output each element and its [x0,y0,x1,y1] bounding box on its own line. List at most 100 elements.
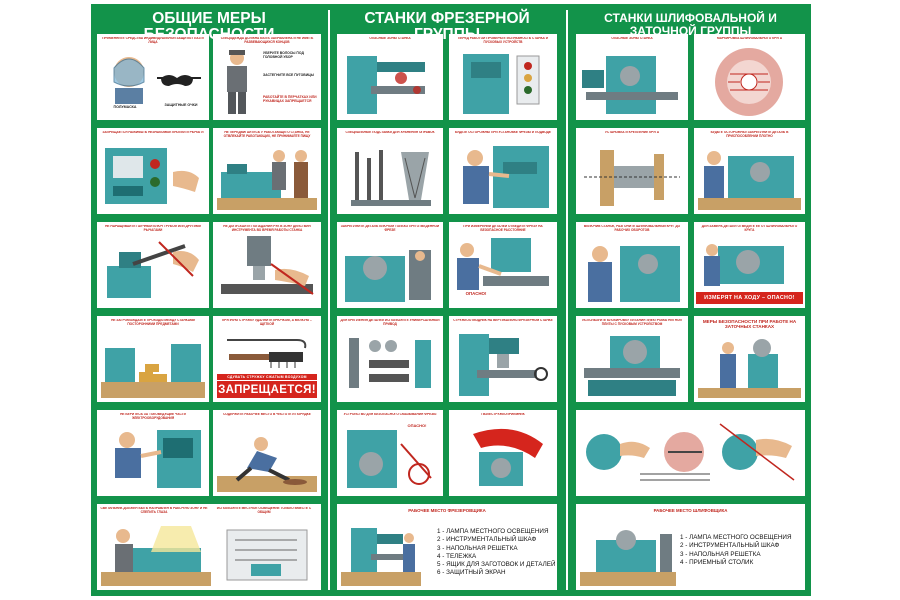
label-gloves: РАБОТАЙТЕ В ПЕРЧАТКАХ ИЛИ РУКАВИЦАХ ЗАПР… [263,95,317,103]
measuring-detail-illustration [453,236,553,304]
danger-label: ОПАСНО! [407,423,427,428]
panel-caption: ПЫЛЕСТРУЖКОПРИЕМНИК [481,413,525,416]
label-hair: УБЕРИТЕ ВОЛОСЫ ПОД ГОЛОВНОЙ УБОР [263,51,304,59]
panel-milling-workplace: РАБОЧЕЕ МЕСТО ФРЕЗЕРОВЩИКА 1 - ЛАМПА МЕС… [337,504,557,590]
panel-wheel-mounting: УСТАНОВКА И КРЕПЛЕНИЕ КРУГА [576,128,688,214]
panel-caption: МАРКИРОВКА ШЛИФОВАЛЬНОГО КРУГА [716,37,783,40]
workplace-title: РАБОЧЕЕ МЕСТО ФРЕЗЕРОВЩИКА [408,508,486,513]
panel-caption: БУДЬТЕ ОСТОРОЖНЫ! ЗАКРЕПЛЯЙТЕ ДЕТАЛЬ В П… [710,131,789,138]
panel-caption-2: ИСПОЛЬЗУЙТЕ МЕСТНОЕ ОСВЕЩЕНИЕ ТОЛЬКО ВМЕ… [216,507,312,514]
panel-no-distraction: НЕ ПЕРЕДВИГАЙТЕСЬ У РАБОТАЮЩЕГО СТАНКА, … [213,128,321,214]
cylindrical-grinder-illustration [698,236,801,290]
grinding-machine-illustration [580,46,684,116]
panel-safe-lubrication: УСТРОЙСТВО ДЛЯ БЕЗОПАСНОГО СМАЗЫВАНИЯ ФР… [337,410,443,496]
panel-dust-collector: ПЫЛЕСТРУЖКОПРИЕМНИК [449,410,557,496]
panel-caption: СВЕТИЛЬНИК ДОЛЖЕН БЫТЬ НАПРАВЛЕН В РАБОЧ… [100,507,208,514]
legend-item: 4 - ПРИЕМНЫЙ СТОЛИК [680,558,754,566]
operator-starting-grinder-illustration [580,238,684,304]
title-line-1: СТАНКИ ШЛИФОВАЛЬНОЙ И [604,11,777,26]
panel-arbor-stands: СПЕЦИАЛЬНЫЕ ПОДСТАВКИ ДЛЯ ХРАНЕНИЯ ОПРАВ… [337,128,443,214]
clamping-detail-illustration [341,236,439,304]
panel-fix-detail: БУДЬТЕ ОСТОРОЖНЫ! ЗАКРЕПЛЯЙТЕ ДЕТАЛЬ В П… [694,128,805,214]
legend-item: 2 - ИНСТРУМЕНТАЛЬНЫЙ ШКАФ [680,542,780,550]
hook-and-brush-illustration [223,332,311,370]
panel-caption: НЕ ПЕРЕДВИГАЙТЕСЬ У РАБОТАЮЩЕГО СТАНКА, … [223,131,311,138]
machine-start-panel-illustration [453,48,553,116]
panel-sharpening-techniques [576,410,805,496]
workers-at-lathe-illustration [217,142,317,210]
panel-milling-danger-zones: ОПАСНЫЕ ЗОНЫ СТАНКА [337,34,443,120]
milling-workplace-illustration [341,516,421,586]
safety-poster: ОБЩИЕ МЕРЫ БЕЗОПАСНОСТИ ПРИМЕНЯЙТЕ СРЕДС… [91,4,811,596]
surface-grinder-illustration [698,142,801,210]
panel-caption: НЕ ЗАГРОМОЖДАЙТЕ ПРОХОДЫ МЕЖДУ СТАНКАМИ … [111,319,195,326]
legend-item: 5 - ЯЩИК ДЛЯ ЗАГОТОВОК И ДЕТАЛЕЙ [437,561,556,569]
grinding-workplace-illustration [580,516,676,586]
panel-keep-clean: СОДЕРЖИТЕ РАБОЧЕЕ МЕСТО В ЧИСТОТЕ И ПОРЯ… [213,410,321,496]
panel-grinding-danger-zones: ОПАСНЫЕ ЗОНЫ СТАНКА [576,34,688,120]
panel-caption: ПРИ ИЗМЕРЕНИИ ДЕТАЛЕЙ ОТВЕДИТЕ ФРЕЗУ НА … [463,225,543,232]
measuring-danger-banner: ИЗМЕРЯТ НА ХОДУ – ОПАСНО! [696,292,803,304]
sharpening-steps-illustration [580,414,801,492]
column-milling-machines: СТАНКИ ФРЕЗЕРНОЙ ГРУППЫ ОПАСНЫЕ ЗОНЫ СТА… [331,4,563,596]
slipping-worker-illustration [217,424,317,492]
panel-caption: КРУПНУЮ СТРУЖКУ УДАЛЯЙТЕ КРЮЧКОМ, А МЕЛК… [222,319,312,326]
milling-machine-illustration [341,46,439,116]
panel-caption: ИСПОЛЬЗУЙТЕ БЛОКИРОВКУ ПИТАНИЯ ЭЛЕКТРОМА… [582,319,682,326]
vertical-milling-machine-illustration [453,330,553,398]
workplace-title: РАБОЧЕЕ МЕСТО ШЛИФОВЩИКА [653,508,728,513]
forbidden-banner: ЗАПРЕЩАЕТСЯ! [217,381,317,398]
drill-chuck-illustration [217,236,317,304]
lubrication-device-illustration [341,424,439,492]
local-lighting-illustration [101,522,317,586]
label-goggles: ЗАЩИТНЫЕ ОЧКИ [164,103,198,107]
panel-caption: ДЛЯ ЗАМЕРА ДЕТАЛИ ОТВЕДИТЕ ЕЕ ОТ ШЛИФОВА… [701,225,798,232]
panel-lighting: СВЕТИЛЬНИК ДОЛЖЕН БЫТЬ НАПРАВЛЕН В РАБОЧ… [97,504,321,590]
column-grinding-machines: СТАНКИ ШЛИФОВАЛЬНОЙ И ЗАТОЧНОЙ ГРУППЫ ОП… [570,4,811,596]
panel-electrical-parts: НЕ БЕРИТЕСЬ ЗА ТОКОВЕДУЩИЕ ЧАСТИ ЭЛЕКТРО… [97,410,209,496]
column-general-safety: ОБЩИЕ МЕРЫ БЕЗОПАСНОСТИ ПРИМЕНЯЙТЕ СРЕДС… [91,4,327,596]
panel-hands-away: НЕ ДОПУСКАЙТЕ ПОПАДАНИЯ РУК В ЗОНУ ДЕЙСТ… [213,222,321,308]
worker-at-electrical-cabinet-illustration [101,424,205,492]
label-half-mask: ПОЛУМАСКА [113,105,137,109]
panel-spin-up-wheel: ВКЛЮЧИВ СТАНОК, РАЗГОНИТЕ ШЛИФОВАЛЬНЫЙ К… [576,222,688,308]
panel-caption: ПРИМЕНЯЙТЕ СРЕДСТВА ИНДИВИДУАЛЬНОЙ ЗАЩИТ… [102,37,204,44]
grinding-wheel-label-illustration [704,46,794,118]
panel-clamp-detail: ЗАКРЕПЛЯЙТЕ ДЕТАЛЬ КЛЮЧОМ ТОЛЬКО ПРИ ОТВ… [337,222,443,308]
fixture-parts-illustration [341,330,439,398]
column-divider [566,10,568,590]
panel-protective-eyewear: ПРИМЕНЯЙТЕ СРЕДСТВА ИНДИВИДУАЛЬНОЙ ЗАЩИТ… [97,34,209,120]
panel-no-unknown-buttons: ЗАПРЕЩАЕТСЯ НАЖИМАТЬ НЕЗНАКОМЫЕ КНОПКИ И… [97,128,209,214]
danger-label: ОПАСНО! [465,291,487,296]
panel-caption: ЗАКРЕПЛЯЙТЕ ДЕТАЛЬ КЛЮЧОМ ТОЛЬКО ПРИ ОТВ… [340,225,440,232]
panel-clear-aisles: НЕ ЗАГРОМОЖДАЙТЕ ПРОХОДЫ МЕЖДУ СТАНКАМИ … [97,316,209,402]
panel-caption: СПЕЦОДЕЖДА ДОЛЖНА БЫТЬ ЗАПРАВЛЕНА И НЕ И… [220,37,314,44]
no-compressed-air-note: СДУВАТЬ СТРУЖКУ СЖАТЫМ ВОЗДУХОМ [217,374,317,380]
bench-grinder-illustration [698,334,801,398]
panel-caption: СПЕЦИАЛЬНЫЕ ПОДСТАВКИ ДЛЯ ХРАНЕНИЯ ОПРАВ… [345,131,435,134]
panel-wheel-marking: МАРКИРОВКА ШЛИФОВАЛЬНОГО КРУГА [694,34,805,120]
wrench-pipe-illustration [103,236,203,304]
label-buttons: ЗАСТЕГНИТЕ ВСЕ ПУГОВИЦЫ [263,73,314,77]
panel-chip-deflector: СТРУЖКООТВОДНИК НА ВЕРТИКАЛЬНО-ФРЕЗЕРНОМ… [449,316,557,402]
legend-item: 2 - ИНСТРУМЕНТАЛЬНЫЙ ШКАФ [437,536,537,544]
worker-in-overalls-illustration [217,48,257,116]
panel-chip-removal: КРУПНУЮ СТРУЖКУ УДАЛЯЙТЕ КРЮЧКОМ, А МЕЛК… [213,316,321,402]
panel-check-machine: ПЕРЕД РАБОТОЙ ПРОВЕРЬТЕ ИСПРАВНОСТЬ СТАН… [449,34,557,120]
panel-caption: БУДЬТЕ ОСТОРОЖНЫ ПРИ УСТАНОВКЕ ФРЕЗЫ И П… [454,131,552,134]
legend-item: 1 - ЛАМПА МЕСТНОГО ОСВЕЩЕНИЯ [680,534,792,541]
face-shield-and-goggles-illustration [101,48,205,104]
panel-caption: НЕ БЕРИТЕСЬ ЗА ТОКОВЕДУЩИЕ ЧАСТИ ЭЛЕКТРО… [120,413,186,420]
panel-caption: ПЕРЕД РАБОТОЙ ПРОВЕРЬТЕ ИСПРАВНОСТЬ СТАН… [457,37,549,44]
panel-universal-fixture: ДЛЯ КРЕПЛЕНИЯ ДЕТАЛЕЙ ИСПОЛЬЗУЙТЕ УНИВЕР… [337,316,443,402]
control-panel-illustration [103,142,203,210]
dust-collector-illustration [453,424,553,492]
panel-sharpening-safety: МЕРЫ БЕЗОПАСНОСТИ ПРИ РАБОТЕ НА ЗАТОЧНЫХ… [694,316,805,402]
panel-caption: СТРУЖКООТВОДНИК НА ВЕРТИКАЛЬНО-ФРЕЗЕРНОМ… [453,319,553,322]
panel-caption: УСТАНОВКА И КРЕПЛЕНИЕ КРУГА [604,131,660,134]
workplace-legend: 1 - ЛАМПА МЕСТНОГО ОСВЕЩЕНИЯ 2 - ИНСТРУМ… [437,528,555,578]
panel-measure-away: ДЛЯ ЗАМЕРА ДЕТАЛИ ОТВЕДИТЕ ЕЕ ОТ ШЛИФОВА… [694,222,805,308]
panel-caption: НЕ НАРАЩИВАЙТЕ ГАЕЧНЫЙ КЛЮЧ ТРУБОЙ ИЛИ Д… [105,225,201,232]
magnetic-plate-illustration [580,332,684,398]
cluttered-aisle-illustration [101,330,205,398]
